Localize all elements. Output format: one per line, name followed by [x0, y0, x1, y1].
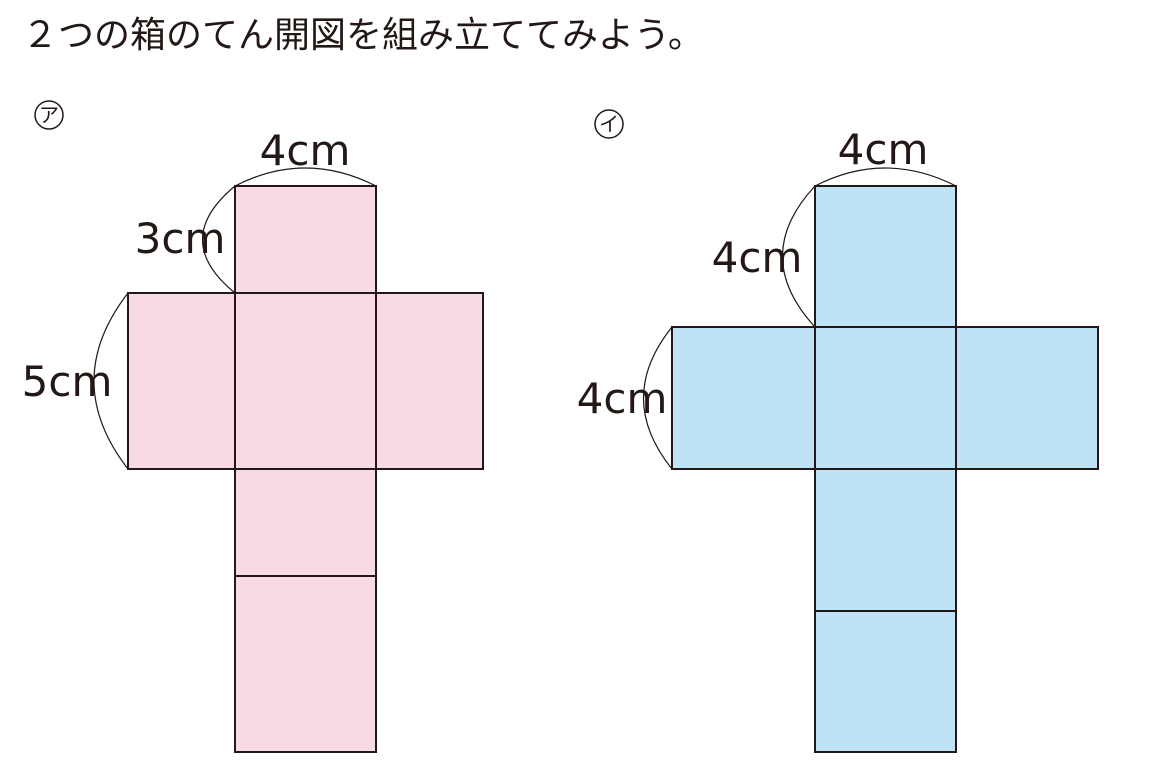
net-b-face-left	[671, 326, 816, 470]
net-a-face-lower	[234, 468, 377, 577]
net-b-face-bottom	[814, 610, 957, 753]
net-b-badge: イ	[594, 109, 624, 139]
net-a-badge: ア	[34, 100, 64, 130]
net-b-brace-top	[814, 167, 957, 187]
net-a-dim-top: 4cm	[260, 126, 351, 175]
net-a-label: ア	[39, 103, 59, 127]
net-b-faces	[671, 185, 1099, 753]
net-a-brace-upper	[202, 185, 236, 294]
net-a-brace-side	[93, 292, 129, 470]
net-b-face-center	[814, 326, 957, 470]
net-a-brace-top	[234, 167, 377, 187]
net-b-dim-upper: 4cm	[712, 233, 803, 282]
net-b: イ 4cm 4cm 4cm	[577, 109, 1099, 753]
net-b-dim-side: 4cm	[577, 374, 668, 423]
net-a-face-right	[375, 292, 484, 470]
net-b-brace-upper	[781, 185, 816, 328]
net-b-face-right	[955, 326, 1099, 470]
net-a-faces	[127, 185, 484, 753]
net-a-face-top	[234, 185, 377, 294]
net-a-dim-upper: 3cm	[135, 214, 226, 263]
net-b-face-lower	[814, 468, 957, 612]
net-a-face-bottom	[234, 575, 377, 753]
net-a-face-center	[234, 292, 377, 470]
net-b-label: イ	[599, 112, 619, 136]
net-b-brace-side	[643, 326, 673, 470]
net-b-dim-top: 4cm	[838, 125, 929, 174]
net-a: ア 4cm 3cm 5cm	[22, 100, 484, 753]
net-a-face-left	[127, 292, 236, 470]
instruction-text: ２つの箱のてん開図を組み立ててみよう。	[22, 15, 704, 56]
net-a-dim-side: 5cm	[22, 357, 113, 406]
net-b-face-top	[814, 185, 957, 328]
